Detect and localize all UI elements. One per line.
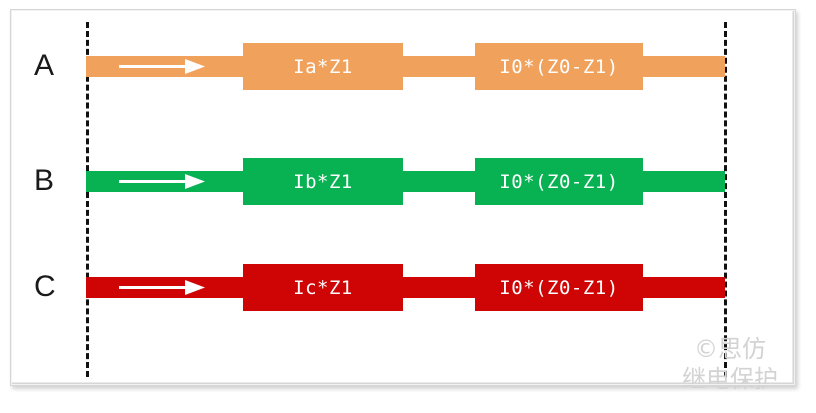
phase-c-block-1: Ic*Z1 (243, 264, 403, 311)
phase-label-b: B (34, 164, 55, 197)
phase-b-block-1-label: Ib*Z1 (293, 170, 353, 193)
watermark: ©思仿 继电保护 (682, 334, 778, 395)
reference-line-right (724, 22, 727, 377)
phase-c-block-2-label: I0*(Z0-Z1) (499, 276, 619, 299)
phase-a-block-2: I0*(Z0-Z1) (475, 43, 643, 90)
phase-b-block-1: Ib*Z1 (243, 158, 403, 205)
phase-a-block-1-label: Ia*Z1 (293, 55, 353, 78)
watermark-line-1: ©思仿 (694, 334, 766, 363)
phase-c-block-2: I0*(Z0-Z1) (475, 264, 643, 311)
phase-label-c: C (34, 270, 56, 303)
watermark-line-2: 继电保护 (682, 365, 778, 394)
reference-line-left (86, 22, 89, 377)
phase-label-a: A (34, 49, 55, 82)
phase-b-block-2: I0*(Z0-Z1) (475, 158, 643, 205)
phase-c-block-1-label: Ic*Z1 (293, 276, 353, 299)
phase-a-block-2-label: I0*(Z0-Z1) (499, 55, 619, 78)
phase-b-block-2-label: I0*(Z0-Z1) (499, 170, 619, 193)
phase-a-block-1: Ia*Z1 (243, 43, 403, 90)
